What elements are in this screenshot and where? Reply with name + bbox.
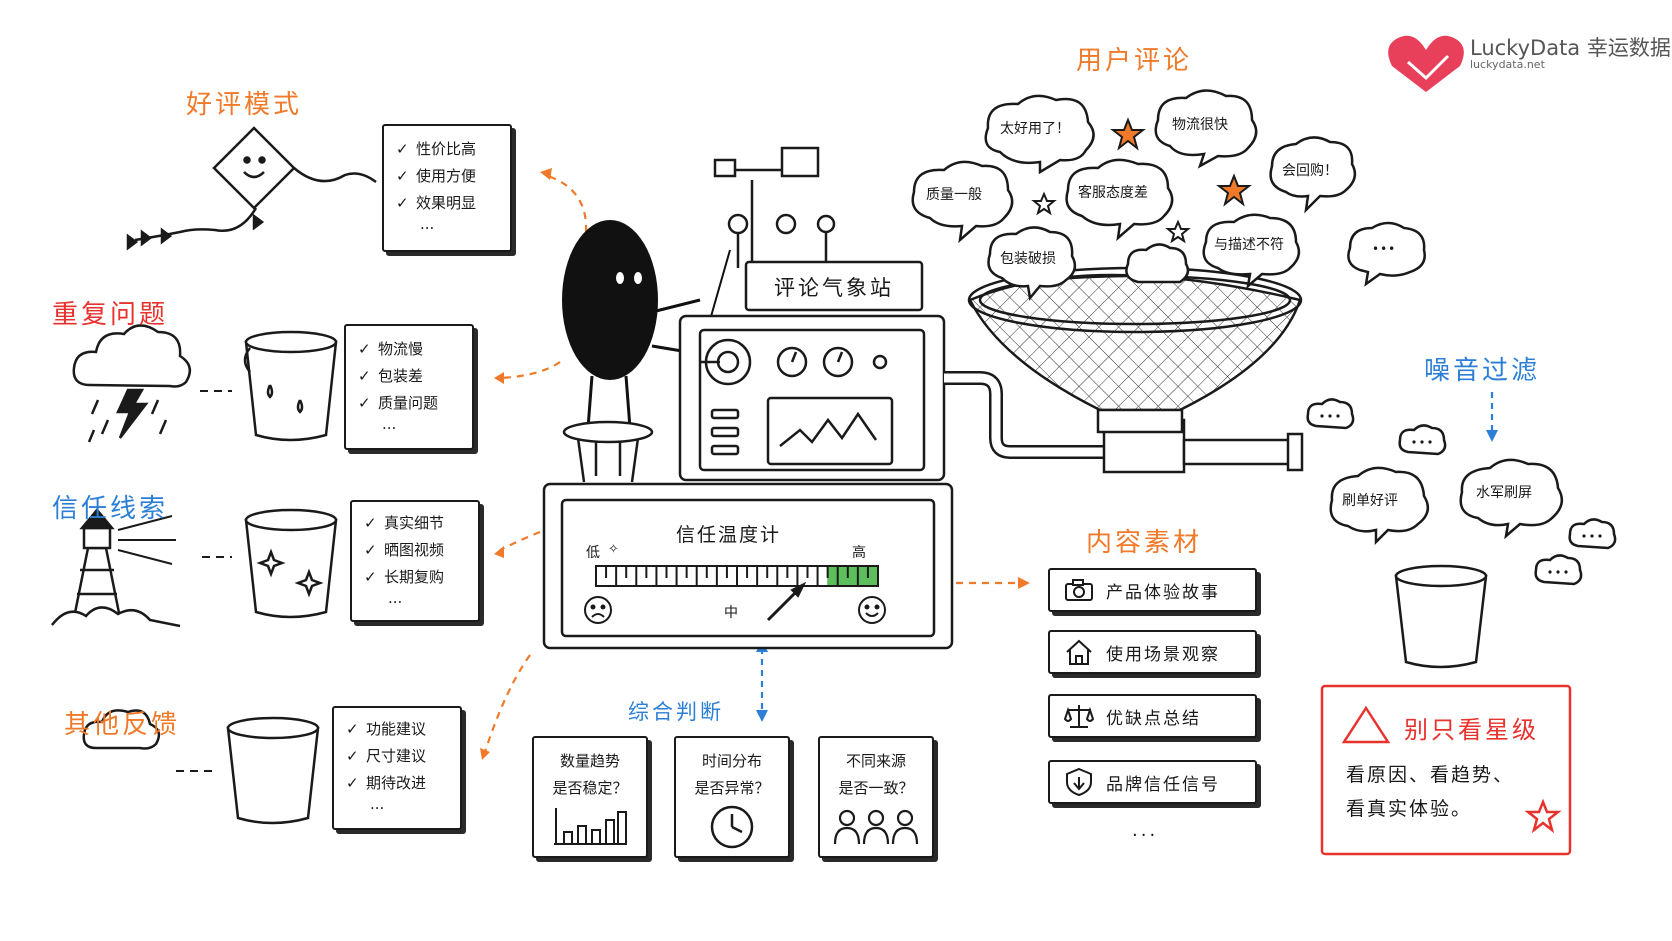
warning-title: 别只看星级 [1404, 716, 1539, 744]
comment-bubble: 客服态度差 [1078, 185, 1148, 201]
scale-icon [1064, 705, 1094, 728]
bucket-icon [226, 716, 320, 825]
warning-line-1: 看原因、看趋势、 [1346, 764, 1515, 786]
list-item: ✓尺寸建议 [346, 747, 427, 765]
comment-bubble: 质量一般 [926, 187, 982, 203]
noise-bubble: 水军刷屏 [1476, 485, 1532, 501]
title-content: 内容素材 [1086, 528, 1203, 558]
shield-icon [1066, 767, 1092, 797]
comment-bubble: 物流很快 [1172, 117, 1228, 133]
list-item: ✓期待改进 [346, 774, 427, 792]
bucket-icon [243, 330, 338, 442]
title-repeat-issues: 重复问题 [52, 300, 169, 330]
list-item: ✓质量问题 [358, 394, 439, 412]
title-judgement: 综合判断 [628, 700, 724, 724]
character-icon [562, 220, 731, 483]
content-more: ... [1132, 820, 1159, 841]
title-user-comments: 用户评论 [1076, 46, 1193, 76]
bubble-shape [1125, 243, 1190, 284]
noise-cloud [1329, 466, 1430, 546]
judgement-card: 不同来源 是否一致？ [818, 736, 934, 858]
cloud-icon [82, 709, 161, 750]
lighthouse-icon [51, 508, 181, 628]
title-other-feedback: 其他反馈 [64, 710, 181, 740]
bubble-shape [911, 160, 1014, 244]
list-item: ✓物流慢 [358, 340, 424, 358]
thermometer-high: 高 [852, 545, 866, 561]
house-icon [1066, 639, 1092, 665]
star-icon [1165, 219, 1191, 244]
storm-cloud-icon [72, 324, 192, 443]
thermometer-scale [584, 565, 886, 624]
note-other-feedback: ✓功能建议 ✓尺寸建议 ✓期待改进 ... [332, 706, 462, 830]
content-item: 产品体验故事 [1048, 568, 1257, 612]
comment-bubble: 会回购！ [1282, 163, 1338, 179]
noise-bubble: 刷单好评 [1342, 493, 1398, 509]
list-item: ✓晒图视频 [364, 541, 445, 559]
warning-line-2: 看真实体验。 [1346, 798, 1473, 820]
note-good-pattern: ✓性价比高 ✓使用方便 ✓效果明显 ... [382, 124, 512, 252]
title-good-pattern: 好评模式 [186, 90, 303, 120]
note-repeat-issues: ✓物流慢 ✓包装差 ✓质量问题 ... [344, 324, 474, 450]
star-icon [1031, 191, 1057, 216]
content-item: 使用场景观察 [1048, 630, 1257, 674]
bucket-icon [1394, 564, 1488, 669]
bar-chart-icon [554, 808, 627, 845]
clock-icon [710, 805, 754, 849]
list-item: ✓使用方便 [396, 167, 477, 185]
bubble-shape [984, 94, 1095, 175]
noise-cloud [1459, 458, 1564, 540]
thermometer-low: 低 [586, 545, 600, 561]
bucket-icon [244, 508, 338, 619]
bubble-shape [1154, 89, 1258, 169]
bubble-shape [1065, 158, 1174, 242]
star-icon [1216, 173, 1252, 207]
people-icon [833, 809, 919, 845]
camera-icon [1065, 579, 1093, 601]
bubble-shape [1269, 136, 1357, 214]
title-noise-filter: 噪音过滤 [1424, 356, 1541, 386]
title-trust-clues: 信任线索 [52, 494, 169, 524]
content-item: 品牌信任信号 [1048, 760, 1257, 804]
funnel-icon [967, 266, 1303, 434]
kite-icon [126, 126, 377, 251]
content-item: 优缺点总结 [1048, 694, 1257, 738]
bubble-shape [1347, 221, 1426, 287]
station-sign: 评论气象站 [774, 276, 894, 300]
list-item: ✓功能建议 [346, 720, 427, 738]
warning-frame [1320, 684, 1572, 856]
list-item: ✓长期复购 [364, 568, 445, 586]
comment-bubble: ••• [1372, 242, 1397, 256]
list-item: ✓性价比高 [396, 140, 477, 158]
brand-heart-icon [1388, 35, 1464, 92]
bubble-shape [987, 226, 1077, 301]
comment-bubble: 与描述不符 [1214, 237, 1284, 253]
list-item: ✓真实细节 [364, 514, 445, 532]
sparkle-icon: ✧ [608, 542, 619, 557]
comment-bubble: 太好用了！ [1000, 121, 1070, 137]
star-icon [1110, 117, 1146, 151]
list-item: ✓效果明显 [396, 194, 477, 212]
comment-bubble: 包装破损 [1000, 251, 1056, 267]
note-trust-clues: ✓真实细节 ✓晒图视频 ✓长期复购 ... [350, 500, 480, 622]
bubble-shape [1202, 213, 1301, 290]
brand-name: LuckyData 幸运数据 [1470, 36, 1671, 60]
warning-icon [1341, 705, 1391, 744]
thermometer-title: 信任温度计 [676, 524, 782, 546]
judgement-card: 时间分布 是否异常？ [674, 736, 790, 858]
brand-url: luckydata.net [1470, 58, 1545, 71]
star-icon [1524, 798, 1562, 834]
judgement-card: 数量趋势 是否稳定？ [532, 736, 648, 858]
list-item: ✓包装差 [358, 367, 424, 385]
thermometer-mid: 中 [724, 605, 738, 621]
